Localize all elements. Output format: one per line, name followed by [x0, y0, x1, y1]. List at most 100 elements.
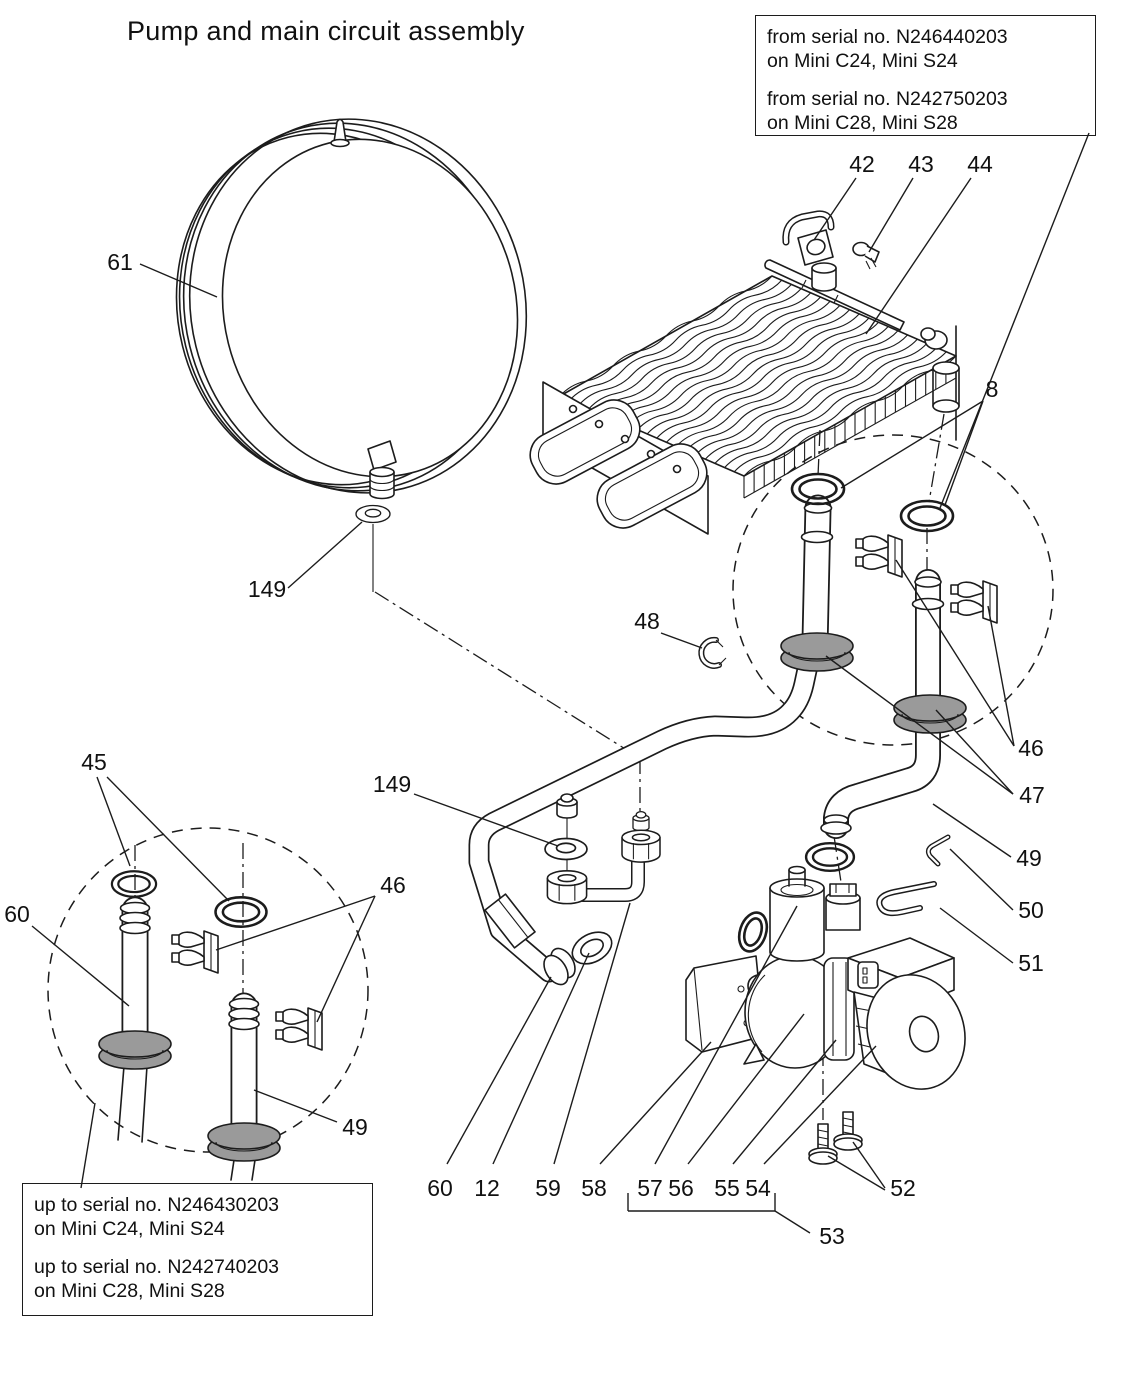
callout-57: 57: [637, 1175, 663, 1201]
leader-149-vessel: [287, 521, 363, 589]
leader-54: [763, 1045, 877, 1165]
vessel-air-valve-nipple: [330, 118, 350, 148]
pump-motor: [853, 974, 966, 1090]
expansion-vessel: [175, 118, 528, 592]
retainer-clip-43: [852, 241, 880, 270]
grommet-49-bl: [207, 1122, 281, 1162]
callout-49-left: 49: [342, 1114, 368, 1140]
air-separator: [769, 865, 825, 962]
callout-52: 52: [890, 1175, 916, 1201]
leader-46-right: [895, 559, 1015, 747]
leader-45: [96, 776, 131, 867]
leader-8-top: [840, 400, 984, 489]
hx-top-rail: [764, 259, 905, 331]
hx-fin: [733, 351, 947, 473]
hx-fin: [607, 296, 821, 418]
o-ring-45-b: [214, 896, 268, 928]
o-ring-8-pump: [737, 911, 769, 953]
leader-45: [106, 776, 230, 902]
note-line: on Mini C28, Mini S28: [767, 112, 958, 134]
leader-43: [868, 177, 914, 253]
callout-54: 54: [745, 1175, 771, 1201]
callout-42: 42: [849, 151, 875, 177]
note-line: on Mini C28, Mini S28: [34, 1280, 225, 1302]
detail-circle-left: [47, 827, 369, 1181]
bypass-pipe: [544, 793, 661, 905]
callout-56: 56: [668, 1175, 694, 1201]
note-line: on Mini C24, Mini S24: [767, 50, 958, 72]
hx-fin: [637, 309, 850, 431]
motor-connector: [857, 961, 879, 989]
callout-149-mid: 149: [373, 771, 411, 797]
note-top-pointer-line: [939, 132, 1090, 509]
hx-fin: [617, 300, 831, 422]
callout-59: 59: [535, 1175, 561, 1201]
gasket-12: [571, 931, 613, 965]
callout-149-vessel: 149: [248, 576, 286, 602]
clip-46-a: [855, 534, 903, 578]
leader-57: [654, 905, 798, 1165]
leader-50: [949, 848, 1014, 911]
leader-52: [852, 1141, 886, 1189]
hx-fin: [588, 288, 802, 409]
washer-149-vessel: [355, 504, 391, 524]
clip-48: [698, 636, 727, 669]
leader-51: [939, 907, 1014, 964]
hx-fin: [675, 326, 889, 447]
leader-46-left: [215, 895, 376, 951]
hx-fin-pack: [559, 275, 957, 477]
hx-fin: [656, 317, 870, 439]
hx-fin: [695, 334, 909, 456]
leader-48: [660, 632, 703, 649]
hx-fin-edges: [743, 356, 957, 498]
pipe-clamp-block: [484, 893, 536, 949]
elbow-end-collar: [820, 814, 852, 835]
union-nut-left: [546, 870, 588, 905]
hx-fin: [598, 292, 812, 414]
leader-49-left: [253, 1089, 338, 1123]
leader-53: [774, 1210, 811, 1234]
leader-58: [599, 1041, 712, 1165]
vessel-connection-stub: [367, 440, 397, 500]
clip-46-c: [171, 930, 219, 974]
clip-51: [876, 881, 937, 917]
callout-49-right: 49: [1016, 845, 1042, 871]
washer-149-mid: [544, 837, 588, 861]
o-ring-8-left: [790, 472, 846, 506]
callout-53: 53: [819, 1223, 845, 1249]
callout-55: 55: [714, 1175, 740, 1201]
leader-55: [732, 1039, 837, 1165]
callout-60-left: 60: [4, 901, 30, 927]
note-line: up to serial no. N242740203: [34, 1256, 280, 1278]
grommet-47-left: [780, 632, 854, 672]
callout-44: 44: [967, 151, 993, 177]
callout-45: 45: [81, 749, 107, 775]
callout-46-right: 46: [1018, 735, 1044, 761]
hx-fin: [714, 343, 928, 464]
grommet-bl-left: [98, 1030, 172, 1070]
pump-assembly: [685, 865, 966, 1165]
callout-61: 61: [107, 249, 133, 275]
o-ring-8-mid: [804, 842, 856, 872]
hx-manifold: [529, 381, 709, 535]
leader-52: [827, 1155, 886, 1191]
clip-46-d: [275, 1007, 323, 1051]
o-ring-8-right: [899, 499, 955, 533]
note-box-from-serial: from serial no. N246440203 on Mini C24, …: [755, 15, 1096, 136]
heat-exchanger: [529, 210, 960, 535]
callout-58: 58: [581, 1175, 607, 1201]
note-box-up-to-serial: up to serial no. N246430203 on Mini C24,…: [22, 1183, 373, 1316]
main-pipe: [468, 645, 821, 986]
pump-screw-b: [833, 1111, 863, 1151]
page-title: Pump and main circuit assembly: [127, 16, 525, 46]
pump-screw-a: [808, 1123, 838, 1165]
leader-8-top: [944, 400, 984, 506]
hx-fin: [704, 338, 918, 460]
leader-60-bottom: [446, 976, 552, 1165]
leader-42: [813, 177, 857, 241]
hx-fin: [685, 330, 899, 452]
callout-47: 47: [1019, 782, 1045, 808]
hx-left-stub: [811, 262, 837, 292]
hx-fin: [559, 275, 773, 397]
